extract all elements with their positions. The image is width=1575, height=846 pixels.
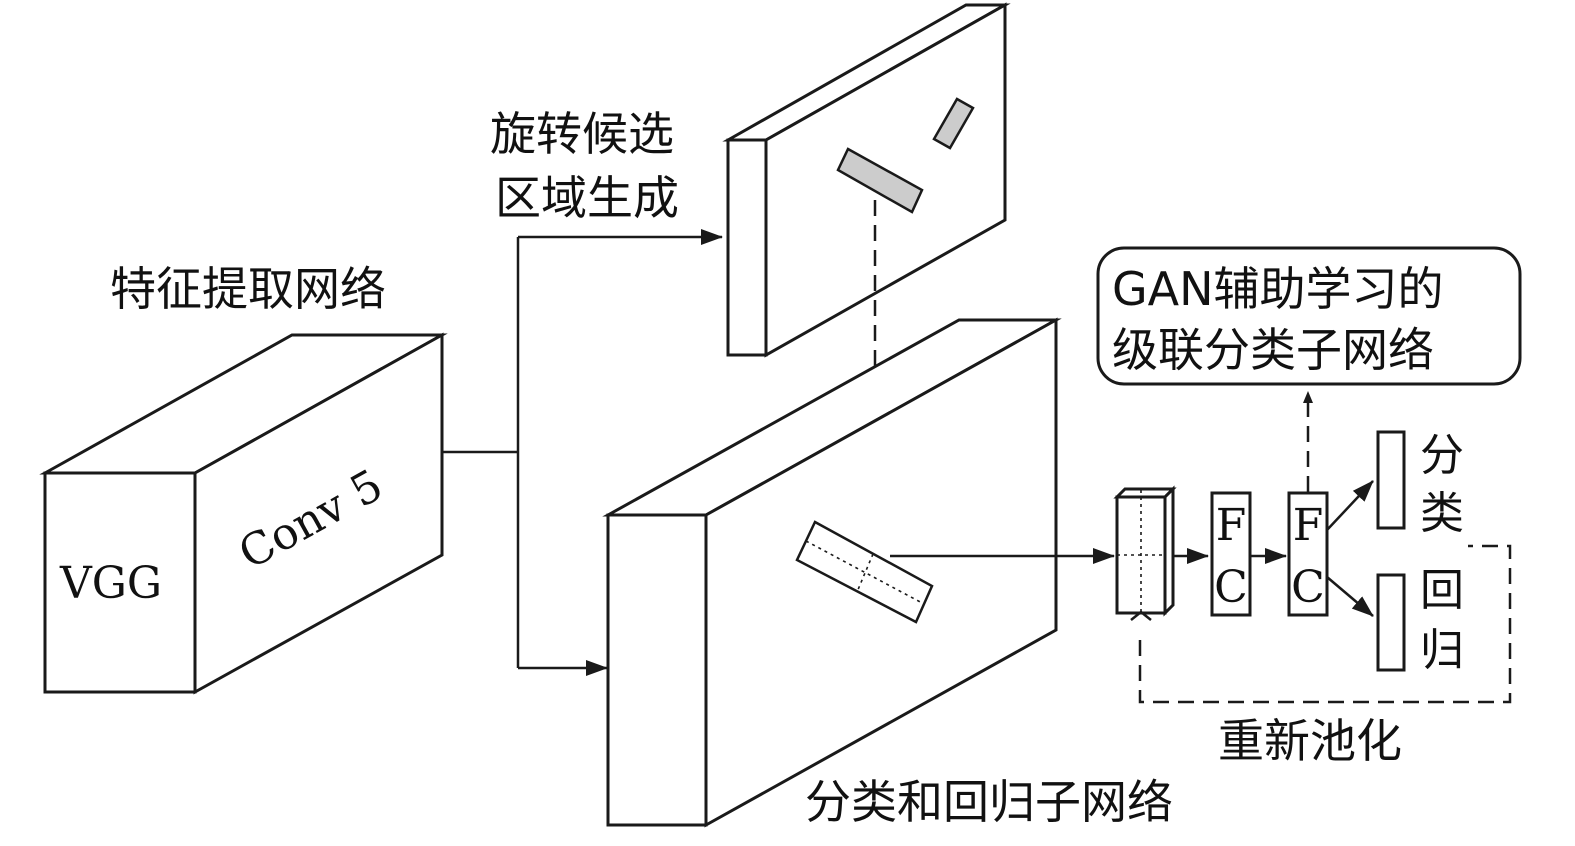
classification-output: [1376, 430, 1406, 530]
cls-plane-front: [606, 513, 708, 827]
vgg-label: VGG: [59, 558, 162, 609]
vgg-block-side: [193, 332, 444, 695]
fc2-layer: [1287, 491, 1329, 617]
rpn-label-line2: 区域生成: [495, 171, 679, 225]
pool-block-tick: [1130, 610, 1152, 621]
proposal-box-large: [836, 147, 924, 214]
cls-reg-plane: [602, 317, 1062, 828]
pooled-feature-block: [1113, 485, 1177, 621]
regression-label-1: 回: [1420, 565, 1464, 616]
arrow-to-regression: [1326, 576, 1374, 617]
rotated-proposal-plane: [722, 2, 1011, 358]
rpn-label-line1: 旋转候选: [490, 107, 674, 161]
roi-axis-long: [805, 540, 925, 605]
gan-label-line1: GAN辅助学习的: [1112, 262, 1444, 316]
classification-label-1: 分: [1420, 430, 1464, 481]
fc1-layer: [1210, 491, 1252, 617]
fc1-c-label: C: [1214, 562, 1248, 613]
rotated-roi-box: [795, 520, 934, 624]
fc1-f-label: F: [1216, 500, 1247, 551]
classification-label-2: 类: [1420, 488, 1464, 539]
gan-cascade-box: [1096, 246, 1522, 386]
regression-output: [1376, 573, 1406, 672]
cls-reg-network-label: 分类和回归子网络: [805, 775, 1173, 829]
rpn-plane-front: [726, 138, 768, 357]
feature-network-label: 特征提取网络: [110, 262, 386, 316]
gan-label-line2: 级联分类子网络: [1112, 323, 1434, 377]
vgg-conv5-block: [39, 332, 448, 695]
conv5-branch-connector: [442, 229, 723, 676]
proposal-box-small: [932, 97, 975, 150]
arrow-to-classification: [1326, 480, 1374, 531]
fc2-c-label: C: [1291, 562, 1325, 613]
repool-dashed-region: [1138, 544, 1512, 704]
fc2-f-label: F: [1293, 500, 1324, 551]
repool-label: 重新池化: [1218, 714, 1402, 768]
regression-label-2: 归: [1420, 625, 1464, 676]
